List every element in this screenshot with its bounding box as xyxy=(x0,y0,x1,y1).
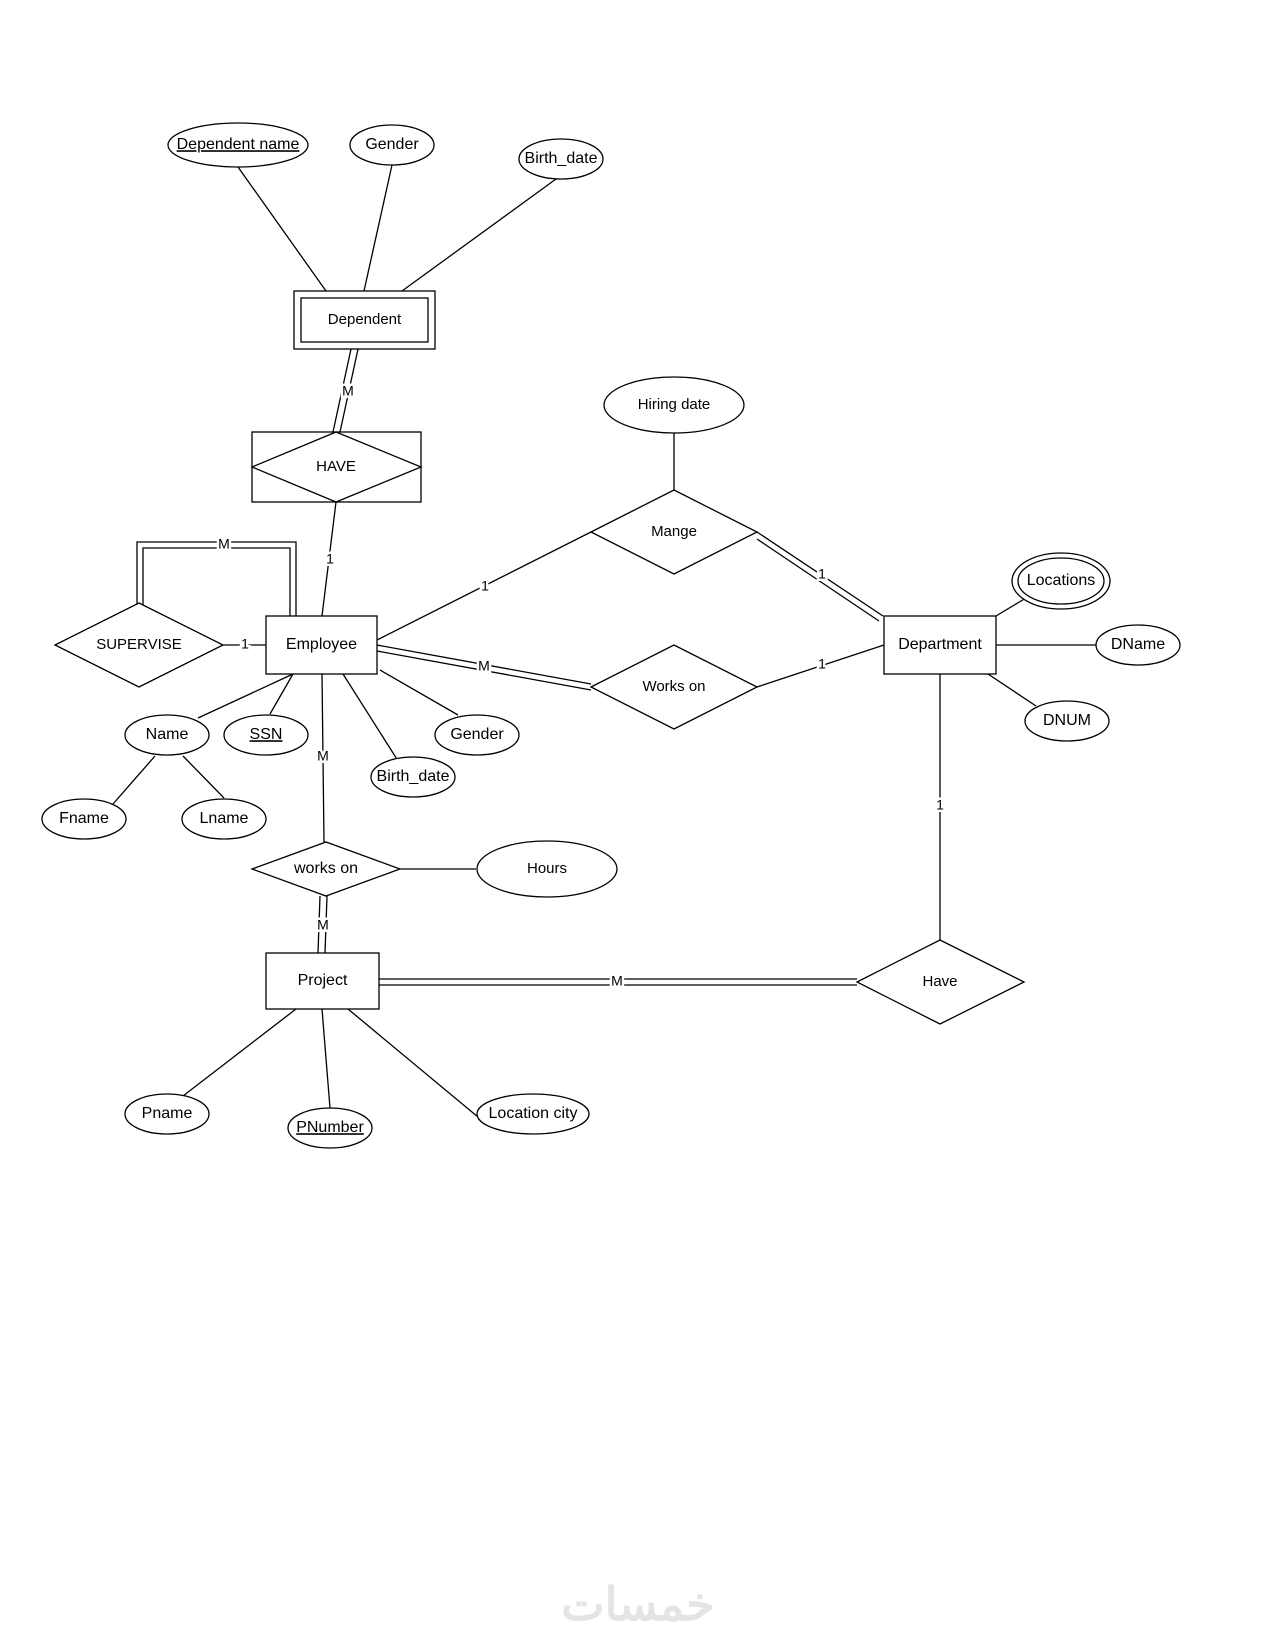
attribute-name: Name xyxy=(124,714,210,756)
attribute-hours: Hours xyxy=(476,840,618,898)
attribute-pnumber: PNumber xyxy=(287,1107,373,1149)
relationship-have-project-label: Have xyxy=(922,973,957,990)
relationship-mange: Mange xyxy=(589,489,759,575)
attribute-hours-label: Hours xyxy=(527,860,567,877)
attribute-dnum: DNUM xyxy=(1024,700,1110,742)
cardinality-supervise-side: 1 xyxy=(241,636,249,652)
entity-dependent-label: Dependent xyxy=(328,311,402,328)
attribute-hiring-date: Hiring date xyxy=(603,376,745,434)
cardinality-worksonp-project: M xyxy=(317,917,329,933)
relationship-works-on-project: works on xyxy=(250,841,402,897)
cardinality-labels: M 1 M 1 1 1 M 1 M M 1 M xyxy=(216,380,947,991)
attribute-dependent-birth-date: Birth_date xyxy=(518,138,604,180)
attribute-lname: Lname xyxy=(181,798,267,840)
cardinality-department-have: 1 xyxy=(936,797,944,813)
attribute-ssn-label: SSN xyxy=(250,726,283,743)
attribute-pname: Pname xyxy=(124,1093,210,1135)
cardinality-have-employee: 1 xyxy=(326,551,334,567)
relationship-supervise-label: SUPERVISE xyxy=(96,636,182,653)
cardinality-dependent-have: M xyxy=(342,383,354,399)
entity-department: Department xyxy=(883,615,997,675)
attribute-dnum-label: DNUM xyxy=(1043,712,1091,729)
relationship-works-on-department-label: Works on xyxy=(642,678,705,695)
attribute-hiring-date-label: Hiring date xyxy=(638,396,711,413)
attribute-dname-label: DName xyxy=(1111,636,1165,653)
relationship-works-on-project-label: works on xyxy=(293,860,358,877)
entity-project: Project xyxy=(265,952,380,1010)
attribute-dependent-name-label: Dependent name xyxy=(177,136,300,153)
relationship-mange-label: Mange xyxy=(651,523,697,540)
attribute-lname-label: Lname xyxy=(200,810,249,827)
entity-project-label: Project xyxy=(298,972,348,989)
attribute-employee-birth-date-label: Birth_date xyxy=(377,768,450,785)
watermark-logo: خمسات xyxy=(561,1578,714,1630)
cardinality-employee-worksonp: M xyxy=(317,748,329,764)
attribute-employee-gender: Gender xyxy=(434,714,520,756)
entity-employee-label: Employee xyxy=(286,636,357,653)
connector-lines xyxy=(112,164,1096,1118)
attribute-employee-birth-date: Birth_date xyxy=(370,756,456,798)
relationship-supervise: SUPERVISE xyxy=(53,602,225,688)
attribute-dependent-birth-date-label: Birth_date xyxy=(525,150,598,167)
cardinality-workson-department: 1 xyxy=(818,656,826,672)
attribute-name-label: Name xyxy=(146,726,189,743)
attribute-ssn: SSN xyxy=(223,714,309,756)
attribute-fname-label: Fname xyxy=(59,810,109,827)
cardinality-project-have: M xyxy=(611,973,623,989)
relationship-works-on-department: Works on xyxy=(589,644,759,730)
attribute-pname-label: Pname xyxy=(142,1105,193,1122)
relationship-have-dependent: HAVE xyxy=(250,431,423,503)
entity-dependent: Dependent xyxy=(293,290,436,350)
attribute-dname: DName xyxy=(1095,624,1181,666)
attribute-employee-gender-label: Gender xyxy=(450,726,504,743)
cardinality-supervise-top: M xyxy=(218,536,230,552)
cardinality-employee-workson: M xyxy=(478,658,490,674)
relationship-have-dependent-label: HAVE xyxy=(316,458,356,475)
attribute-fname: Fname xyxy=(41,798,127,840)
attribute-pnumber-label: PNumber xyxy=(296,1119,364,1136)
entity-employee: Employee xyxy=(265,615,378,675)
entity-department-label: Department xyxy=(898,636,982,653)
attribute-location-city-label: Location city xyxy=(489,1105,578,1122)
attribute-dependent-gender: Gender xyxy=(349,124,435,166)
attribute-dependent-name: Dependent name xyxy=(167,122,309,168)
cardinality-mange-department: 1 xyxy=(818,566,826,582)
cardinality-employee-mange: 1 xyxy=(481,578,489,594)
relationship-have-project: Have xyxy=(855,939,1026,1025)
attribute-dependent-gender-label: Gender xyxy=(365,136,419,153)
attribute-location-city: Location city xyxy=(476,1093,590,1135)
attribute-locations: Locations xyxy=(1011,552,1111,610)
attribute-locations-label: Locations xyxy=(1027,572,1096,589)
